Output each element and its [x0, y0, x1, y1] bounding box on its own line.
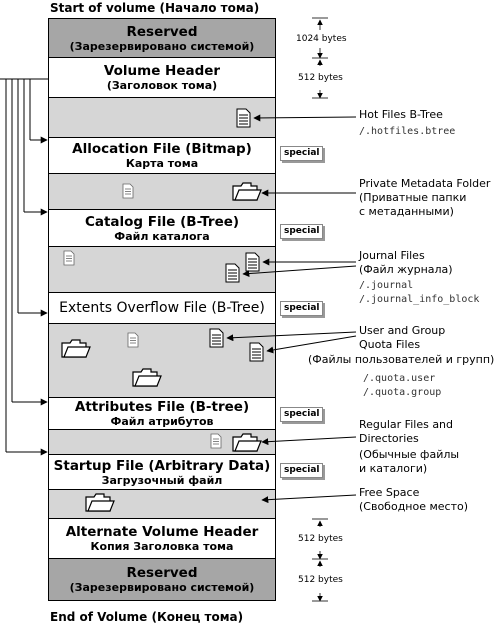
regular-files-label: (Обычные файлы: [359, 448, 460, 461]
block-subtitle: Карта тома: [125, 157, 199, 170]
size-label: 512 bytes: [298, 575, 343, 585]
block-title: Attributes File (B-tree): [74, 399, 250, 415]
private-metadata-label: (Приватные папки: [359, 191, 467, 204]
special-tag: special: [280, 146, 324, 161]
regular-files-label: и каталоги): [359, 462, 428, 475]
document-icon: [249, 342, 264, 362]
document-icon: [127, 332, 139, 348]
block-title: Catalog File (B-Tree): [84, 213, 240, 230]
startup-file-block: Startup File (Arbitrary Data) Загрузочны…: [48, 455, 276, 490]
folder-icon: [85, 493, 115, 512]
end-caption: End of Volume (Конец тома): [50, 610, 244, 624]
callout-arrows: [226, 114, 357, 504]
document-icon: [210, 433, 222, 449]
block-title: Reserved: [126, 23, 198, 40]
regular-files-label: Directories: [359, 432, 419, 445]
hot-files-path: /.hotfiles.btree: [359, 126, 456, 137]
folder-icon: [61, 339, 91, 358]
free-space-label: Free Space: [359, 486, 420, 499]
block-subtitle: (Заголовок тома): [106, 79, 218, 92]
reserved-bottom-block: Reserved (Зарезервировано системой): [48, 559, 276, 601]
allocation-file-block: Allocation File (Bitmap) Карта тома: [48, 138, 276, 174]
document-icon: [209, 328, 224, 348]
journal-path: /.journal_info_block: [359, 294, 480, 305]
quota-path: /.quota.user: [363, 373, 436, 384]
quota-label: (Файлы пользователей и групп): [308, 353, 495, 366]
document-icon: [236, 108, 251, 128]
block-title: Allocation File (Bitmap): [72, 141, 252, 157]
free-space-label: (Свободное место): [359, 500, 469, 513]
size-label: 512 bytes: [298, 534, 343, 544]
journal-path: /.journal: [359, 280, 414, 291]
quota-path: /.quota.group: [363, 387, 442, 398]
special-tag: special: [280, 407, 324, 422]
block-subtitle: Копия Заголовка тома: [90, 540, 234, 553]
folder-icon: [232, 433, 262, 452]
quota-region: [48, 324, 276, 398]
block-title: Startup File (Arbitrary Data): [53, 457, 271, 474]
document-icon: [245, 252, 260, 272]
volume-header-block: Volume Header (Заголовок тома): [48, 58, 276, 98]
special-tag: special: [280, 301, 324, 316]
hot-files-label: Hot Files B-Tree: [359, 108, 443, 121]
block-title: Extents Overflow File (B-Tree): [59, 300, 265, 316]
alternate-volume-header-block: Alternate Volume Header Копия Заголовка …: [48, 519, 276, 559]
regular-files-label: Regular Files and: [359, 418, 454, 431]
private-metadata-label: с метаданными): [359, 205, 454, 218]
block-subtitle: (Зарезервировано системой): [69, 39, 255, 53]
block-title: Alternate Volume Header: [65, 524, 259, 540]
block-subtitle: (Зарезервировано системой): [69, 581, 255, 594]
attributes-file-block: Attributes File (B-tree) Файл атрибутов: [48, 398, 276, 430]
reserved-top-block: Reserved (Зарезервировано системой): [48, 18, 276, 58]
quota-label: User and Group: [359, 324, 446, 337]
catalog-file-block: Catalog File (B-Tree) Файл каталога: [48, 210, 276, 247]
block-title: Volume Header: [103, 63, 221, 79]
journal-label: (Файл журнала): [359, 263, 453, 276]
document-icon: [122, 183, 134, 199]
extents-overflow-block: Extents Overflow File (B-Tree): [48, 293, 276, 324]
size-brackets: [312, 17, 328, 602]
size-label: 512 bytes: [298, 73, 343, 83]
block-subtitle: Файл каталога: [114, 229, 210, 243]
connector-lines: [0, 78, 48, 456]
special-tag: special: [280, 463, 324, 478]
folder-icon: [132, 368, 162, 387]
quota-label: Quota Files: [359, 338, 421, 351]
private-metadata-label: Private Metadata Folder: [359, 177, 491, 190]
folder-icon: [232, 182, 262, 201]
document-icon: [225, 263, 240, 283]
size-label: 1024 bytes: [296, 34, 347, 44]
block-subtitle: Загрузочный файл: [101, 473, 223, 487]
block-subtitle: Файл атрибутов: [110, 415, 214, 428]
start-caption: Start of volume (Начало тома): [50, 1, 260, 15]
special-tag: special: [280, 224, 324, 239]
document-icon: [63, 250, 75, 266]
journal-label: Journal Files: [359, 249, 425, 262]
block-title: Reserved: [126, 565, 198, 581]
